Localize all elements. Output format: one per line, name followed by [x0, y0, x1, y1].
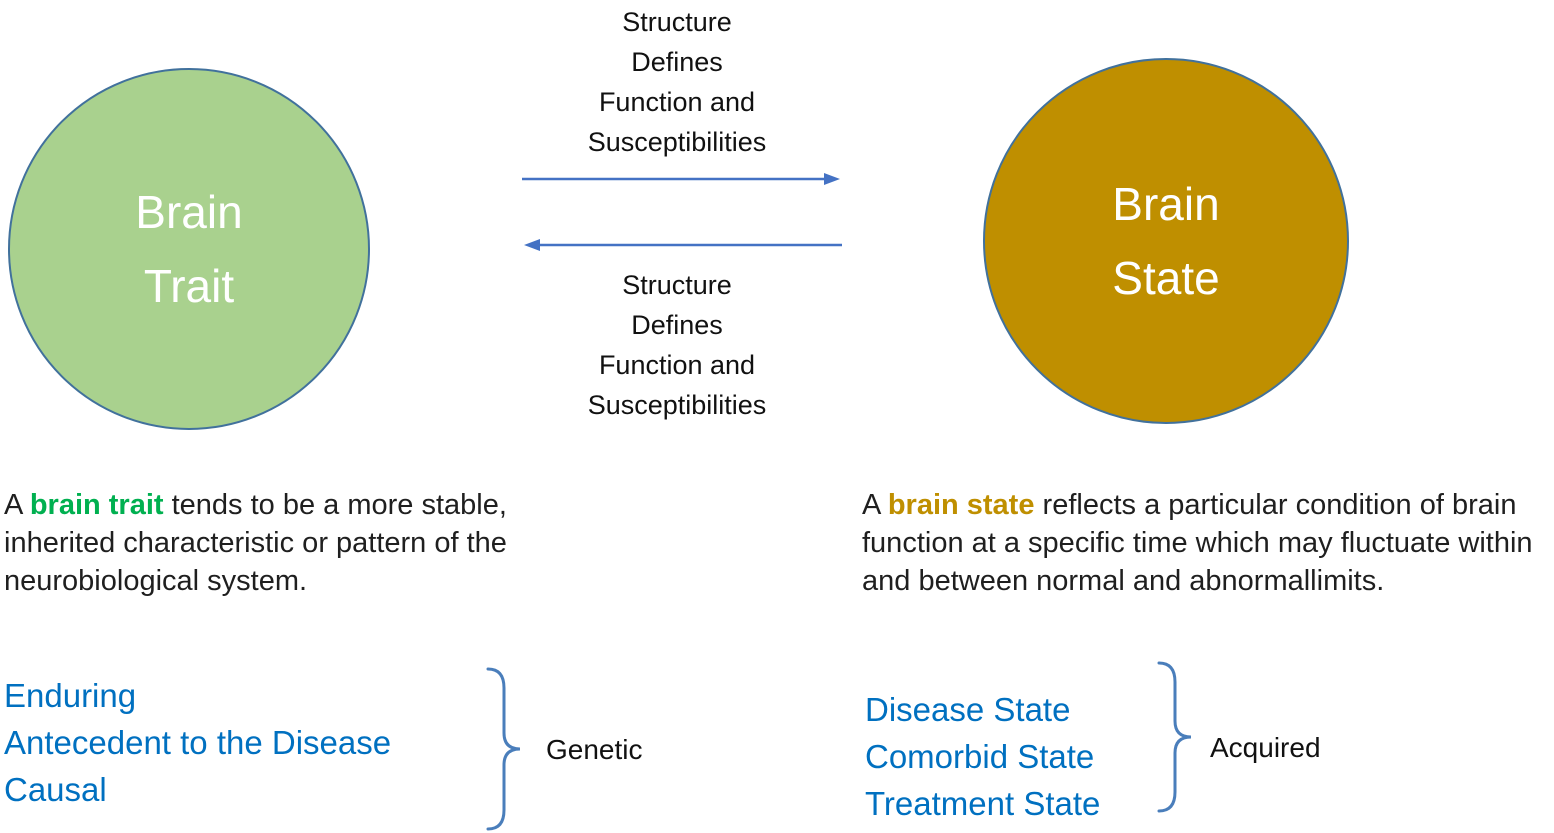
brain-trait-desc-rest: tends to be a more stable, inherited cha…	[4, 489, 507, 597]
brain-state-desc-rest: reflects a particular condition of brain…	[862, 489, 1533, 597]
brain-trait-label: Brain Trait	[135, 175, 242, 323]
genetic-label: Genetic	[546, 734, 643, 765]
brain-trait-description: A brain trait tends to be a more stable,…	[4, 486, 604, 600]
acquired-label: Acquired	[1210, 732, 1321, 763]
curly-brace-icon	[1157, 661, 1192, 813]
bottom-arrow-label-line1: Structure	[622, 270, 732, 300]
brain-state-desc-highlight: brain state	[887, 489, 1035, 521]
brain-trait-label-line1: Brain	[135, 186, 243, 238]
brain-trait-desc-highlight: brain trait	[29, 489, 164, 521]
brain-trait-label-line2: Trait	[143, 260, 235, 312]
top-arrow-label-line4: Susceptibilities	[587, 127, 767, 157]
brain-state-label-line2: State	[1112, 252, 1220, 304]
list-item: Comorbid State	[865, 738, 1095, 775]
top-arrow-label-line1: Structure	[622, 7, 732, 37]
state-attributes-list: Disease State Comorbid State Treatment S…	[865, 686, 1100, 827]
brain-state-label-line1: Brain	[1112, 178, 1220, 230]
list-item: Treatment State	[865, 785, 1101, 822]
arrow-left-icon	[524, 239, 842, 251]
curly-brace-icon	[486, 667, 521, 831]
top-arrow-label-line2: Defines	[631, 47, 723, 77]
brain-state-description: A brain state reflects a particular cond…	[862, 486, 1554, 600]
list-item: Enduring	[4, 677, 137, 714]
arrow-right-icon	[522, 173, 840, 185]
top-arrow-label-line3: Function and	[598, 87, 756, 117]
brain-state-circle: Brain State	[983, 58, 1349, 424]
brain-trait-desc-prefix: A	[4, 489, 30, 521]
top-arrow-label: Structure Defines Function and Susceptib…	[516, 2, 838, 162]
list-item: Antecedent to the Disease	[4, 724, 392, 761]
brain-state-label: Brain State	[1112, 167, 1219, 315]
bottom-arrow-label: Structure Defines Function and Susceptib…	[516, 265, 838, 425]
brain-state-desc-prefix: A	[862, 489, 888, 521]
bottom-arrow-label-line4: Susceptibilities	[587, 390, 767, 420]
list-item: Causal	[4, 771, 107, 808]
trait-attributes-list: Enduring Antecedent to the Disease Causa…	[4, 672, 391, 813]
list-item: Disease State	[865, 691, 1071, 728]
bottom-arrow-label-line3: Function and	[598, 350, 756, 380]
brain-trait-circle: Brain Trait	[8, 68, 370, 430]
bottom-arrow-label-line2: Defines	[631, 310, 723, 340]
